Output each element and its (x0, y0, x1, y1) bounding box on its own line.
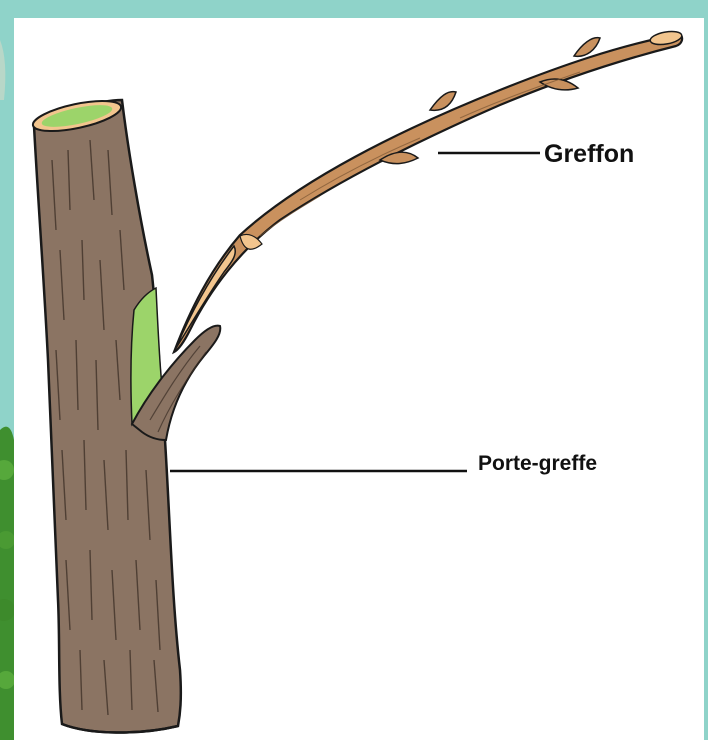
rootstock-label: Porte-greffe (478, 452, 597, 476)
scion-label: Greffon (544, 140, 634, 169)
